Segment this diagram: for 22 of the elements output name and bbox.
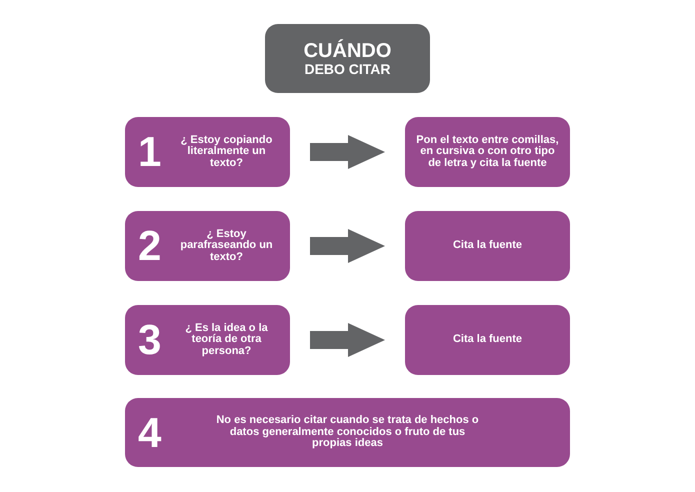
- step-number: 3: [138, 319, 162, 361]
- question-card: [125, 211, 290, 281]
- arrow: [310, 323, 385, 357]
- note-card: [125, 398, 570, 467]
- action-card: [405, 211, 570, 281]
- action-text: Pon el texto entre comillas, en cursiva o con otro tipo de letra y cita la fuente: [415, 134, 560, 170]
- action-card: [405, 117, 570, 187]
- question-text: ¿ Estoy copiando literalmente un texto?: [180, 134, 274, 170]
- step-number: 1: [138, 131, 162, 173]
- title-text: CUÁNDO DEBO CITAR: [302, 41, 392, 76]
- question-card: [125, 305, 290, 375]
- question-card: [125, 117, 290, 187]
- question-text: ¿ Es la idea o la teoría de otra persona?: [184, 322, 269, 358]
- step-number: 4: [138, 412, 162, 454]
- action-text: Cita la fuente: [452, 334, 522, 346]
- note-text: No es necesario citar cuando se trata de hechos o datos generalmente conocidos o fruto de tus propias ideas: [215, 415, 480, 450]
- step-number: 2: [138, 225, 162, 267]
- arrow: [310, 229, 385, 263]
- arrow: [310, 135, 385, 169]
- question-text: ¿ Estoy parafraseando un texto?: [179, 228, 274, 264]
- action-card: [405, 305, 570, 375]
- action-text: Cita la fuente: [452, 240, 522, 252]
